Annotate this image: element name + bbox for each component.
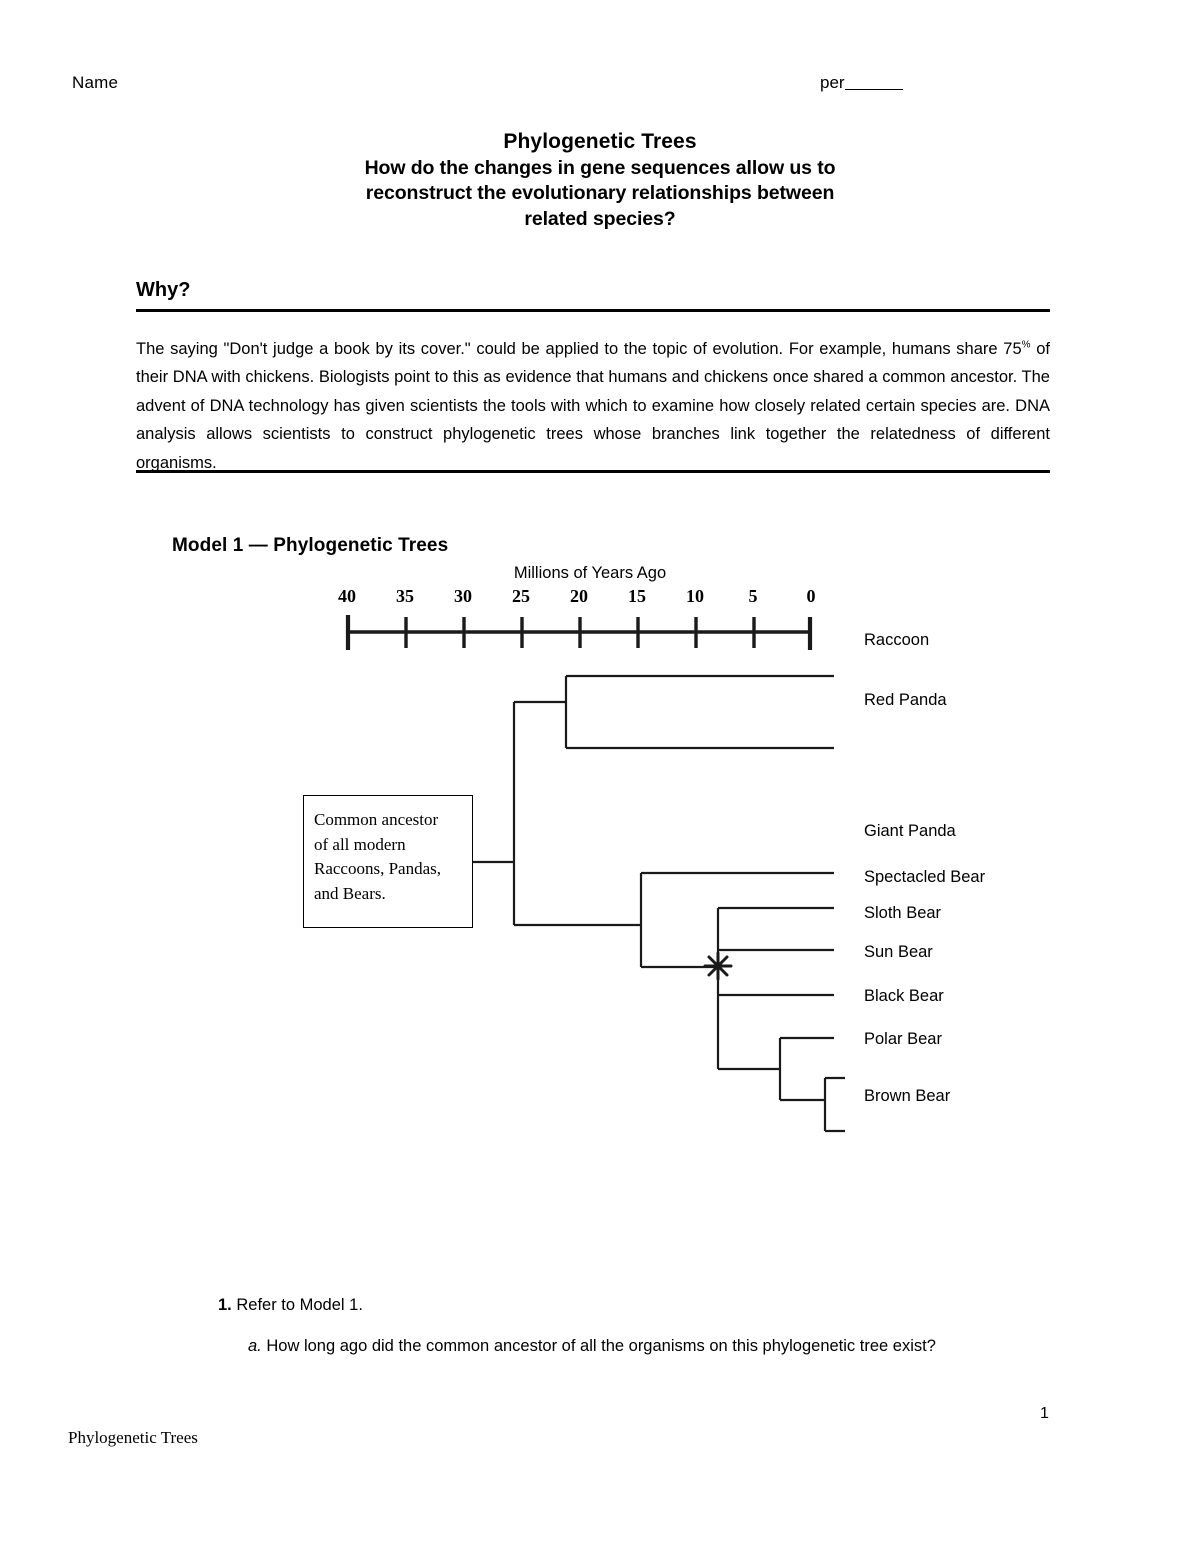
- asterisk-icon: [703, 951, 733, 981]
- species-label-spectacled-bear: Spectacled Bear: [864, 868, 986, 886]
- why-section-heading: Why?: [136, 279, 191, 301]
- title-sub-line-1: How do the changes in gene sequences all…: [364, 156, 836, 179]
- page-title: Phylogenetic Trees How do the changes in…: [300, 128, 900, 233]
- ancestor-box-line-2: of all modern: [314, 834, 406, 854]
- tick-label-35: 35: [396, 586, 414, 606]
- axis-title: Millions of Years Ago: [513, 564, 667, 582]
- percent-superscript: %: [1021, 339, 1031, 351]
- question-1a-letter: a.: [248, 1337, 262, 1355]
- tick-label-0: 0: [806, 586, 816, 606]
- species-label-polar-bear: Polar Bear: [864, 1030, 942, 1048]
- title-main: Phylogenetic Trees: [503, 130, 697, 153]
- why-rule-top: [136, 309, 1050, 312]
- question-1: 1. Refer to Model 1.: [218, 1296, 363, 1315]
- species-label-giant-panda: Giant Panda: [864, 822, 956, 840]
- tick-label-5: 5: [748, 586, 758, 606]
- question-1a-text: How long ago did the common ancestor of …: [261, 1337, 936, 1355]
- question-1-text: Refer to Model 1.: [231, 1296, 363, 1314]
- species-label-sun-bear: Sun Bear: [864, 943, 933, 961]
- ancestor-box-line-4: and Bears.: [314, 883, 386, 903]
- tick-label-30: 30: [454, 586, 472, 606]
- question-1a: a. How long ago did the common ancestor …: [248, 1337, 936, 1356]
- species-label-sloth-bear: Sloth Bear: [864, 904, 942, 922]
- species-label-brown-bear: Brown Bear: [864, 1087, 951, 1105]
- ancestor-box-line-3: Raccoons, Pandas,: [314, 859, 442, 879]
- footer-title: Phylogenetic Trees: [68, 1428, 198, 1447]
- ancestor-box-line-1: Common ancestor: [314, 810, 439, 829]
- why-rule-bottom: [136, 470, 1050, 473]
- species-label-black-bear: Black Bear: [864, 987, 944, 1005]
- title-sub-line-2: reconstruct the evolutionary relationshi…: [365, 182, 835, 205]
- species-label-red-panda: Red Panda: [864, 691, 947, 709]
- question-1-number: 1.: [218, 1296, 232, 1314]
- tick-label-40: 40: [338, 586, 356, 606]
- period-blank[interactable]: [844, 89, 903, 90]
- tick-label-25: 25: [512, 586, 530, 606]
- name-field-label: Name: [72, 73, 119, 92]
- period-label: per: [820, 73, 845, 92]
- title-sub-line-3: related species?: [524, 208, 676, 231]
- species-label-raccoon: Raccoon: [864, 631, 930, 649]
- tick-label-20: 20: [570, 586, 588, 606]
- period-field: per: [820, 73, 903, 93]
- why-body-part-2: of their DNA with chickens. Biologists p…: [136, 340, 1050, 472]
- tick-label-10: 10: [686, 586, 704, 606]
- model-1-heading: Model 1 — Phylogenetic Trees: [172, 535, 449, 556]
- tick-label-15: 15: [628, 586, 646, 606]
- why-section-body: The saying "Don't judge a book by its co…: [136, 335, 1050, 477]
- why-body-part-1: The saying "Don't judge a book by its co…: [136, 340, 1022, 358]
- common-ancestor-box: Common ancestor of all modern Raccoons, …: [303, 795, 473, 928]
- footer-page-number: 1: [1040, 1405, 1049, 1422]
